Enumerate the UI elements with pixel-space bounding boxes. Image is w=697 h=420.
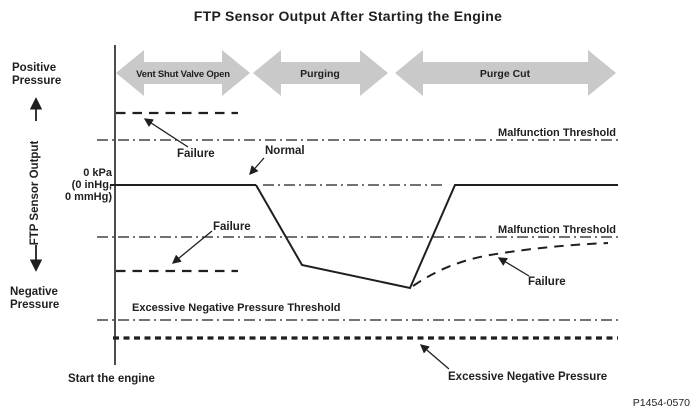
normal-output-line — [255, 184, 618, 290]
diagram-title: FTP Sensor Output After Starting the Eng… — [194, 8, 502, 24]
negative-pressure-label-line1: Negative — [10, 286, 58, 298]
normal-label: Normal — [265, 145, 305, 157]
excessive-negative-pressure-leader-arrow — [419, 344, 450, 370]
negative-pressure-label-line2: Pressure — [10, 299, 59, 311]
phase-arrow-vent-shut-valve-open — [116, 50, 250, 96]
zero-kpa-label-line1: 0 kPa — [83, 167, 113, 179]
start-the-engine-label: Start the engine — [68, 373, 155, 385]
zero-kpa-label-line2: (0 inHg, — [72, 179, 112, 191]
phase-arrow-purge-cut — [395, 50, 616, 96]
failure-recovery-leader-arrow — [497, 257, 530, 277]
normal-leader-arrow — [249, 157, 265, 176]
zero-kpa-label-line3: 0 mmHg) — [65, 191, 112, 203]
failure-recovery-curve — [412, 242, 609, 287]
malfunction-threshold-upper-label: Malfunction Threshold — [498, 127, 616, 139]
malfunction-threshold-lower-label: Malfunction Threshold — [498, 224, 616, 236]
figure-code: P1454-0570 — [633, 397, 690, 409]
positive-pressure-label-line2: Pressure — [12, 75, 61, 87]
failure-positive-leader-arrow — [143, 118, 189, 148]
phase-label-vent-shut-valve-open: Vent Shut Valve Open — [136, 69, 230, 80]
phase-bands — [116, 50, 616, 96]
phase-label-purging: Purging — [300, 68, 340, 80]
excessive-negative-pressure-label: Excessive Negative Pressure — [448, 371, 607, 383]
failure-negative-leader-arrow — [171, 230, 213, 264]
failure-recovery-label: Failure — [528, 276, 566, 288]
phase-arrow-purging — [253, 50, 388, 96]
failure-positive-label: Failure — [177, 148, 215, 160]
phase-label-purge-cut: Purge Cut — [480, 68, 531, 80]
excessive-negative-pressure-threshold-label: Excessive Negative Pressure Threshold — [132, 302, 341, 314]
positive-pressure-label-line1: Positive — [12, 62, 56, 74]
failure-negative-label: Failure — [213, 221, 251, 233]
y-axis-title: FTP Sensor Output — [29, 141, 41, 246]
